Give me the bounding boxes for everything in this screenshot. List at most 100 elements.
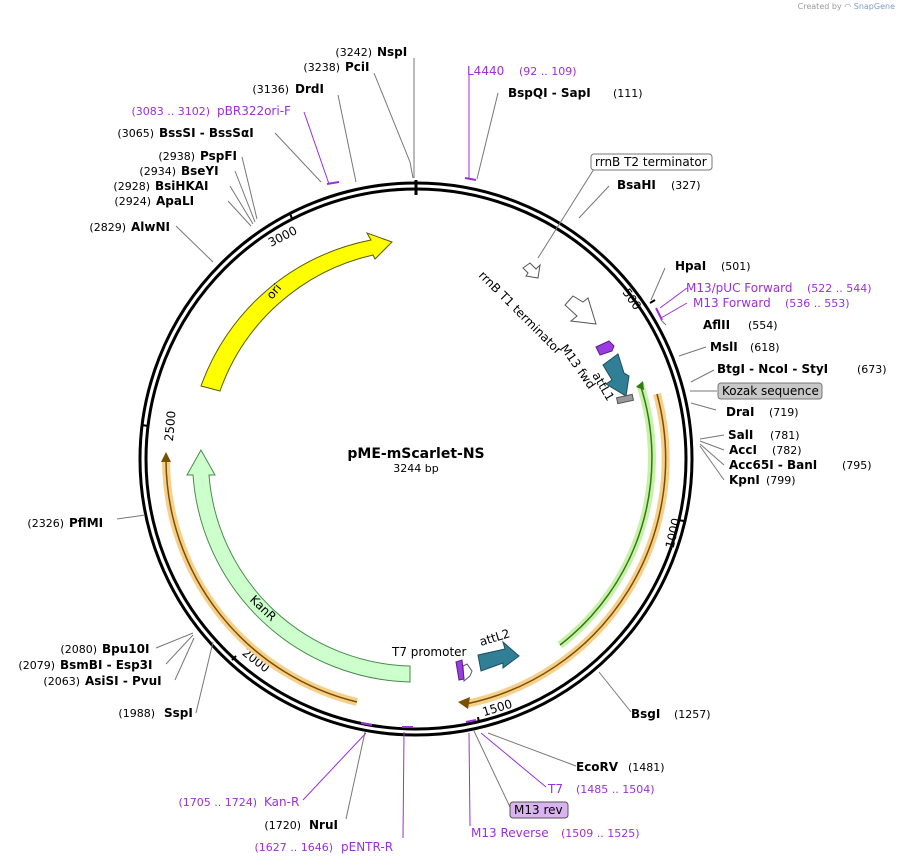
site-bsgi[interactable]: BsgI (1257) <box>631 707 711 721</box>
feature-label-rrnb-t1: rrnB T1 terminator <box>476 268 565 357</box>
site-apali[interactable]: (2924) ApaLI <box>114 194 194 208</box>
site-nrui[interactable]: (1720) NruI <box>264 818 338 832</box>
feature-attl2[interactable]: attL2 <box>477 626 520 672</box>
track-orange-left[interactable] <box>161 452 358 706</box>
site-pcii[interactable]: (3238) PciI <box>303 60 369 74</box>
site-name: AsiSI - PvuI <box>85 674 162 688</box>
site-bsssi[interactable]: (3065) BssSI - BssSαI <box>117 126 253 140</box>
site-name: BseYI <box>181 164 219 178</box>
site-ecorv[interactable]: EcoRV (1481) <box>576 760 665 774</box>
site-bsahi[interactable]: BsaHI (327) <box>617 178 701 192</box>
site-pos: (1257) <box>674 708 711 721</box>
site-kpni[interactable]: KpnI (799) <box>729 473 796 487</box>
site-pos: (673) <box>857 363 887 376</box>
site-pos: (2080) <box>60 643 97 656</box>
backbone <box>138 180 694 737</box>
primer-name: T7 <box>547 782 563 796</box>
site-btgi[interactable]: BtgI - NcoI - StyI (673) <box>717 362 887 376</box>
site-alwni[interactable]: (2829) AlwNI <box>89 220 170 234</box>
site-bspqi[interactable]: BspQI - SapI (111) <box>508 86 643 100</box>
feature-rrnb-t2[interactable] <box>522 262 541 279</box>
feature-leader-lines <box>473 168 717 808</box>
snapgene-credit: Created by ◠ SnapGene <box>798 2 895 11</box>
site-pos: (3242) <box>335 46 372 59</box>
primer-pentr-r[interactable]: (1627 .. 1646) pENTR-R <box>254 840 393 854</box>
primer-m13-puc-forward[interactable]: M13/pUC Forward (522 .. 544) <box>686 281 872 295</box>
site-pos: (782) <box>772 444 802 457</box>
primer-pbr322ori-f[interactable]: (3083 .. 3102) pBR322ori-F <box>131 104 291 118</box>
label-m13-rev[interactable]: M13 rev <box>509 801 569 819</box>
site-name: MslI <box>710 340 738 354</box>
primer-name: pBR322ori-F <box>217 104 291 118</box>
primer-t7[interactable]: T7 (1485 .. 1504) <box>547 782 655 796</box>
site-name: BsmBI - Esp3I <box>60 658 152 672</box>
primer-m13-forward[interactable]: M13 Forward (536 .. 553) <box>693 296 850 310</box>
site-msli[interactable]: MslI (618) <box>710 340 780 354</box>
primer-range: (3083 .. 3102) <box>131 105 210 118</box>
label-text: M13 rev <box>514 803 563 817</box>
primer-range: (522 .. 544) <box>807 282 872 295</box>
tick-label-3000: 3000 <box>266 223 300 249</box>
site-asisi[interactable]: (2063) AsiSI - PvuI <box>43 674 161 688</box>
site-pos: (781) <box>770 429 800 442</box>
site-name: Bpu10I <box>102 642 149 656</box>
feature-m13-rev-small[interactable] <box>455 659 465 681</box>
primer-range: (1627 .. 1646) <box>254 841 333 854</box>
track-green-cds[interactable] <box>557 381 656 649</box>
site-name: SalI <box>728 428 753 442</box>
feature-ori[interactable]: ori <box>200 232 393 392</box>
feature-t7-promoter[interactable]: T7 promoter <box>391 645 473 683</box>
site-name: KpnI <box>729 473 760 487</box>
primer-kan-r[interactable]: (1705 .. 1724) Kan-R <box>178 795 299 809</box>
site-drai[interactable]: DraI (719) <box>726 405 799 419</box>
label-rrnb-t2-terminator[interactable]: rrnB T2 terminator <box>590 153 713 171</box>
site-sspi[interactable]: (1988) SspI <box>118 706 192 720</box>
primer-range: (536 .. 553) <box>785 297 850 310</box>
feature-label-t7-promoter: T7 promoter <box>391 645 467 659</box>
site-name: HpaI <box>675 259 706 273</box>
feature-rrnb-t1[interactable]: rrnB T1 terminator <box>476 268 597 357</box>
credit-prefix: Created by <box>797 2 842 11</box>
site-name: Acc65I - BanI <box>729 458 817 472</box>
site-name: ApaLI <box>156 194 194 208</box>
track-orange-right[interactable] <box>458 392 670 709</box>
site-bsmbi[interactable]: (2079) BsmBI - Esp3I <box>18 658 152 672</box>
site-acc65i[interactable]: Acc65I - BanI (795) <box>729 458 872 472</box>
site-pos: (2924) <box>114 195 151 208</box>
site-pspfi[interactable]: (2938) PspFI <box>158 149 237 163</box>
plasmid-size: 3244 bp <box>393 462 438 475</box>
site-aflii[interactable]: AflII (554) <box>703 318 778 332</box>
site-name: BsaHI <box>617 178 656 192</box>
site-hpai[interactable]: HpaI (501) <box>675 259 751 273</box>
snapgene-logo-icon: ◠ <box>844 2 852 11</box>
label-kozak-sequence[interactable]: Kozak sequence <box>717 382 823 400</box>
primer-m13-reverse[interactable]: M13 Reverse (1509 .. 1525) <box>471 826 640 840</box>
site-name: AlwNI <box>131 220 170 234</box>
site-pos: (3136) <box>252 83 289 96</box>
site-bsihkai[interactable]: (2928) BsiHKAI <box>113 179 208 193</box>
primer-l4440[interactable]: L4440 (92 .. 109) <box>467 64 577 78</box>
site-bseyi[interactable]: (2934) BseYI <box>139 164 218 178</box>
primer-name: M13/pUC Forward <box>686 281 793 295</box>
site-pos: (1720) <box>264 819 301 832</box>
site-pos: (1481) <box>628 761 665 774</box>
label-text: Kozak sequence <box>722 384 819 398</box>
site-pos: (2063) <box>43 675 80 688</box>
tick-label-1000: 1000 <box>663 517 684 550</box>
feature-attl1[interactable]: attL1 <box>589 353 630 403</box>
site-drdi[interactable]: (3136) DrdI <box>252 82 324 96</box>
site-pos: (2934) <box>139 165 176 178</box>
site-name: BssSI - BssSαI <box>159 126 254 140</box>
site-sali[interactable]: SalI (781) <box>728 428 800 442</box>
site-name: PspFI <box>200 149 237 163</box>
site-acci[interactable]: AccI (782) <box>729 443 802 457</box>
credit-brand: SnapGene <box>853 2 895 11</box>
tick-500: 500 <box>620 286 656 313</box>
site-pflmi[interactable]: (2326) PflMI <box>27 516 103 530</box>
site-nspi[interactable]: (3242) NspI <box>335 45 407 59</box>
primer-name: pENTR-R <box>341 840 393 854</box>
site-name: PflMI <box>69 516 103 530</box>
site-pos: (719) <box>769 406 799 419</box>
site-bpu10i[interactable]: (2080) Bpu10I <box>60 642 149 656</box>
site-pos: (2326) <box>27 517 64 530</box>
